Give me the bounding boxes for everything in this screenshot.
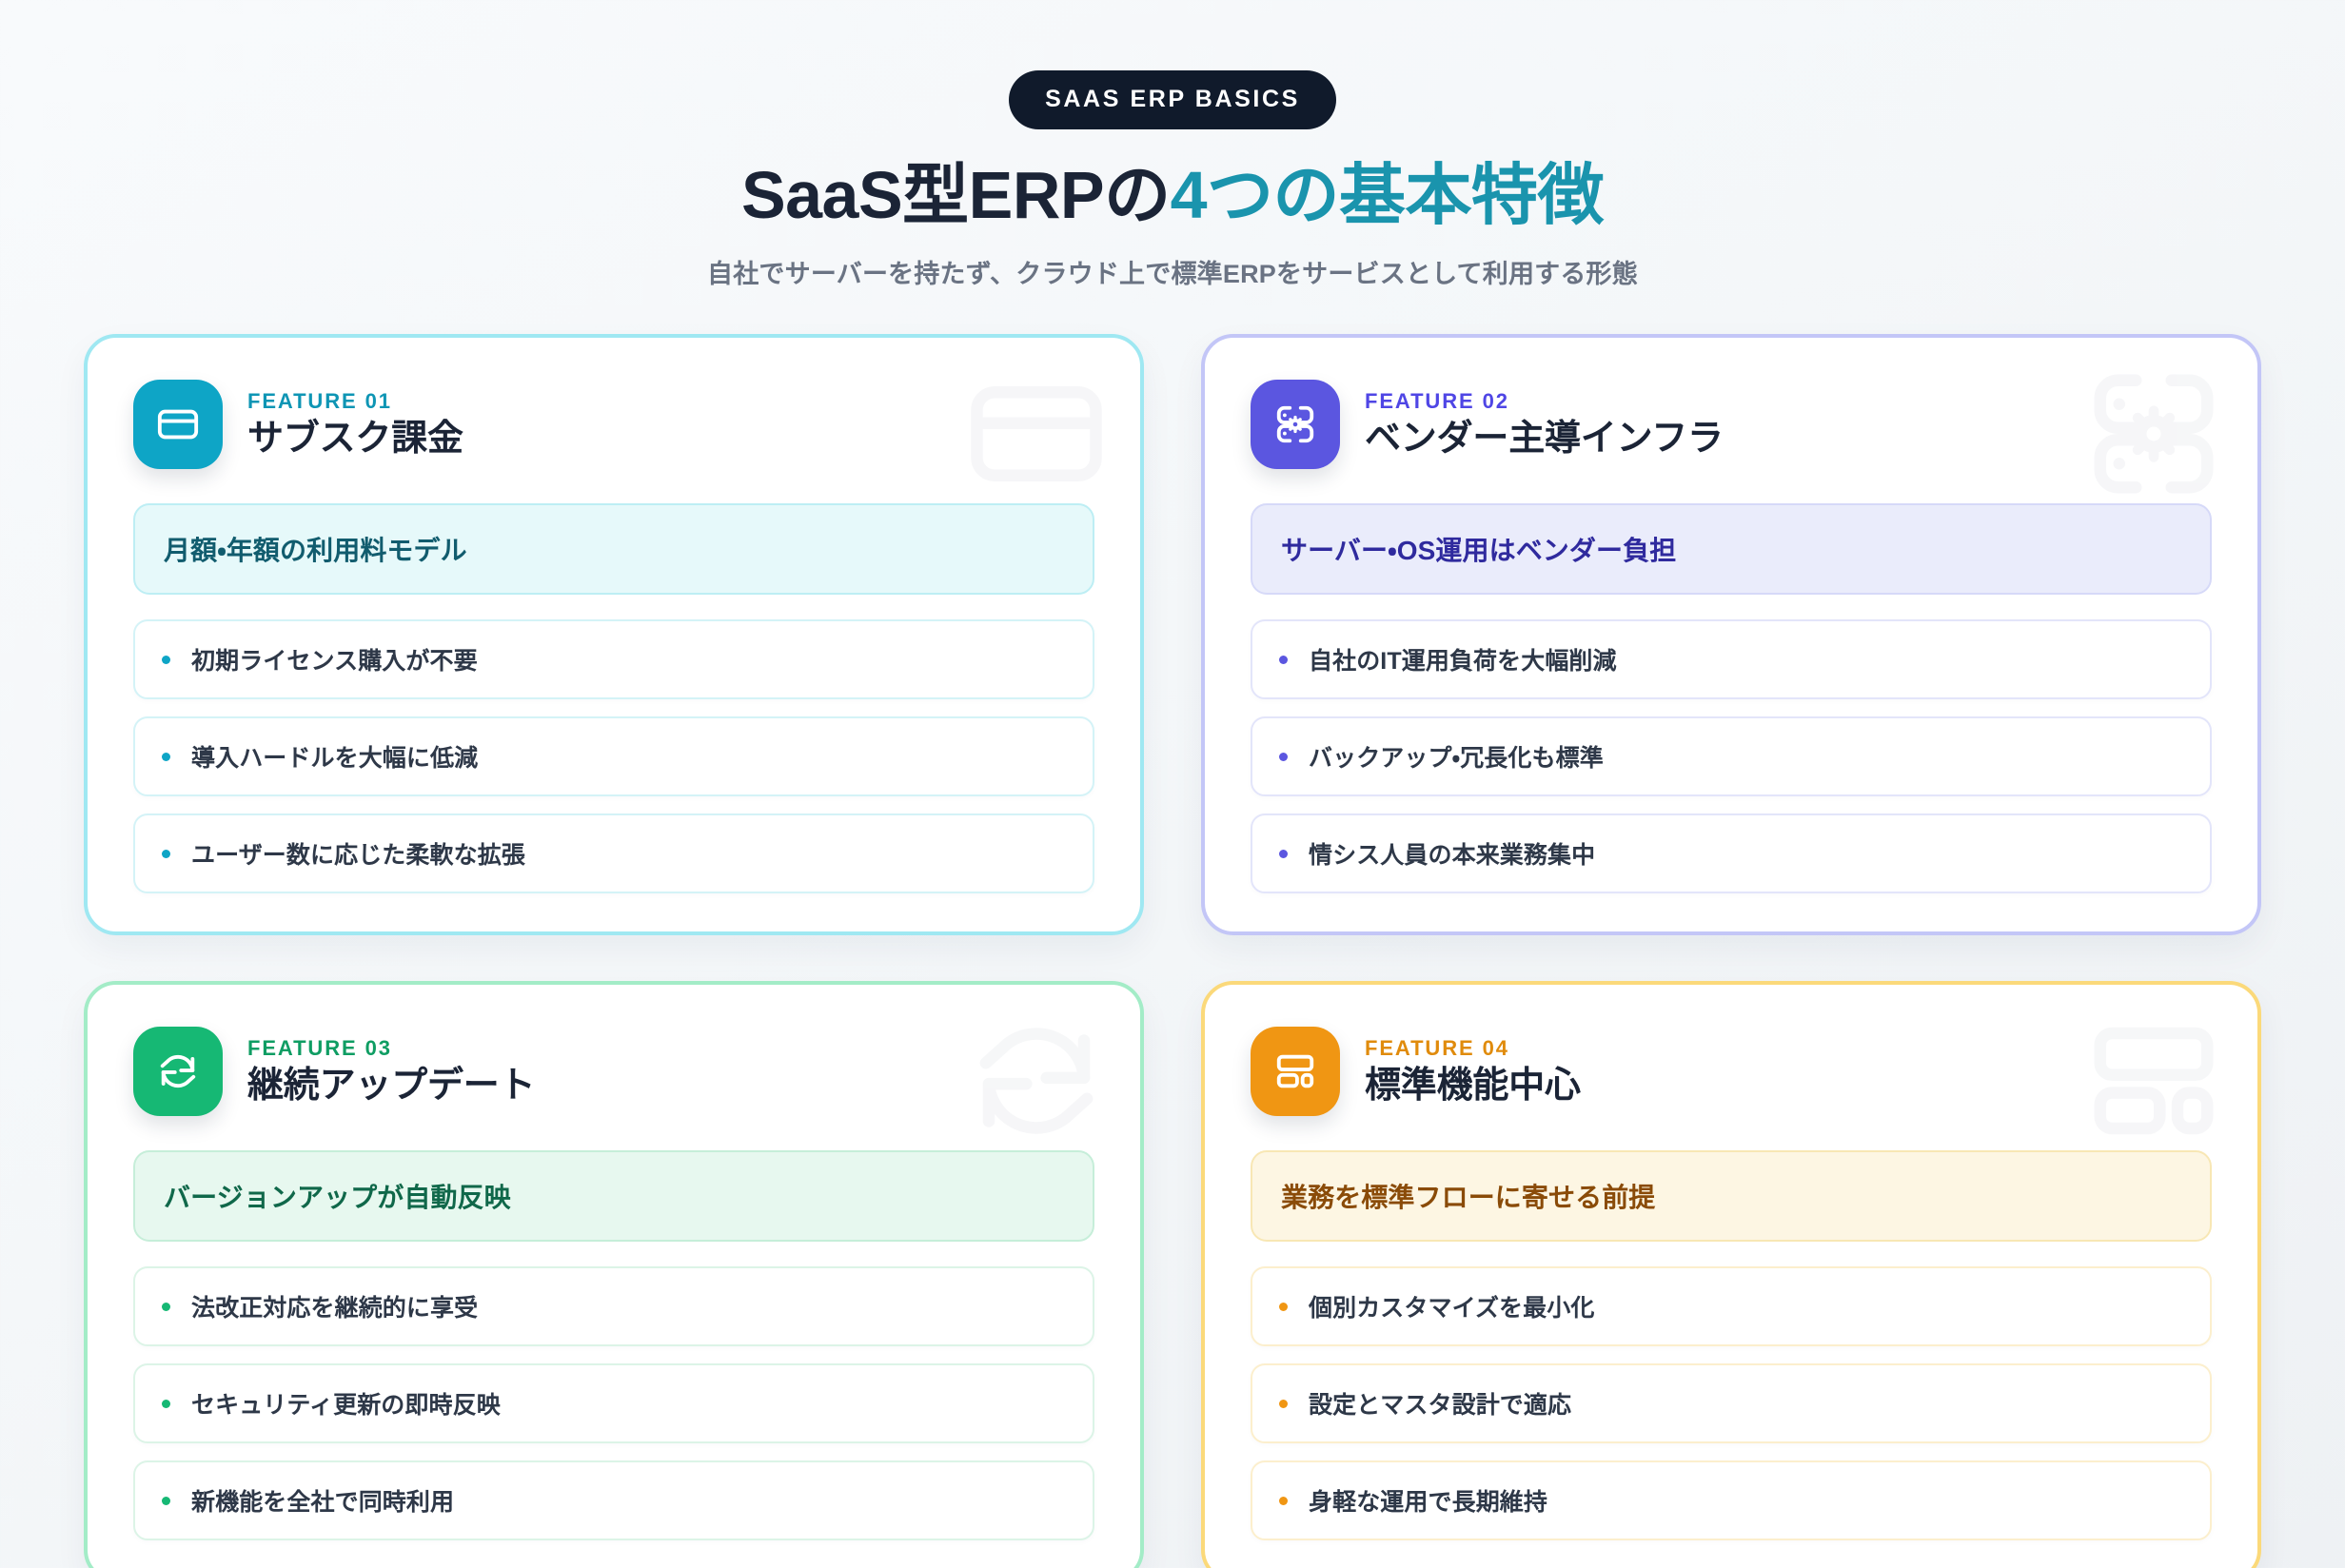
- feature-label: FEATURE 02: [1365, 388, 1509, 413]
- bullet-dot-icon: [162, 849, 170, 858]
- list-item-label: ユーザー数に応じた柔軟な拡張: [191, 842, 525, 870]
- card-highlight: サーバー・OS運用はベンダー負担: [1251, 503, 2212, 596]
- feature-label: FEATURE 01: [247, 388, 392, 413]
- feature-label: FEATURE 03: [247, 1035, 392, 1060]
- feature-card-grid: FEATURE 01 サブスク課金月額・年額の利用料モデル初期ライセンス購入が不要…: [76, 334, 2269, 1568]
- list-item-label: 情シス人員の本来業務集中: [1309, 842, 1596, 870]
- bullet-dot-icon: [1279, 655, 1288, 664]
- feature-label: FEATURE 04: [1365, 1035, 1509, 1060]
- list-item: 自社のIT運用負荷を大幅削減: [1251, 619, 2212, 700]
- card-header-text: FEATURE 03 継続アップデート: [247, 1035, 536, 1107]
- card-bullet-list: 自社のIT運用負荷を大幅削減バックアップ・冗長化も標準情シス人員の本来業務集中: [1251, 619, 2212, 894]
- bullet-dot-icon: [1279, 752, 1288, 761]
- bullet-dot-icon: [162, 752, 170, 761]
- feature-card-1: FEATURE 01 サブスク課金月額・年額の利用料モデル初期ライセンス購入が不要…: [84, 334, 1144, 936]
- card-bullet-list: 個別カスタマイズを最小化設定とマスタ設計で適応身軽な運用で長期維持: [1251, 1266, 2212, 1541]
- card-title: ベンダー主導インフラ: [1365, 418, 1724, 459]
- list-item: 設定とマスタ設計で適応: [1251, 1363, 2212, 1444]
- card-header: FEATURE 01 サブスク課金: [133, 380, 1094, 470]
- card-title: サブスク課金: [247, 418, 463, 459]
- list-item: 法改正対応を継続的に享受: [133, 1266, 1094, 1347]
- list-item-label: 設定とマスタ設計で適応: [1309, 1392, 1572, 1420]
- list-item-label: セキュリティ更新の即時反映: [191, 1392, 501, 1420]
- list-item: 情シス人員の本来業務集中: [1251, 813, 2212, 894]
- card-header: FEATURE 02 ベンダー主導インフラ: [1251, 380, 2212, 470]
- card-header-text: FEATURE 01 サブスク課金: [247, 388, 463, 460]
- bullet-dot-icon: [1279, 849, 1288, 858]
- card-header: FEATURE 04 標準機能中心: [1251, 1027, 2212, 1117]
- list-item-label: 法改正対応を継続的に享受: [191, 1295, 479, 1323]
- card-bullet-list: 法改正対応を継続的に享受セキュリティ更新の即時反映新機能を全社で同時利用: [133, 1266, 1094, 1541]
- feature-card-2: FEATURE 02 ベンダー主導インフラサーバー・OS運用はベンダー負担自社のI…: [1201, 334, 2261, 936]
- list-item: 新機能を全社で同時利用: [133, 1460, 1094, 1541]
- card-title: 標準機能中心: [1365, 1065, 1581, 1106]
- list-item: バックアップ・冗長化も標準: [1251, 716, 2212, 797]
- bullet-dot-icon: [162, 1399, 170, 1408]
- list-item-label: 身軽な運用で長期維持: [1309, 1489, 1548, 1517]
- eyebrow-badge: SAAS ERP BASICS: [1009, 70, 1336, 129]
- list-item: セキュリティ更新の即時反映: [133, 1363, 1094, 1444]
- list-item-label: バックアップ・冗長化も標準: [1309, 745, 1604, 773]
- list-item-label: 初期ライセンス購入が不要: [191, 648, 478, 676]
- bullet-dot-icon: [1279, 1302, 1288, 1311]
- card-bullet-list: 初期ライセンス購入が不要導入ハードルを大幅に低減ユーザー数に応じた柔軟な拡張: [133, 619, 1094, 894]
- card-highlight: バージョンアップが自動反映: [133, 1150, 1094, 1243]
- card-title: 継続アップデート: [247, 1065, 536, 1106]
- card-highlight: 業務を標準フローに寄せる前提: [1251, 1150, 2212, 1243]
- list-item: ユーザー数に応じた柔軟な拡張: [133, 813, 1094, 894]
- credit-card-icon: [133, 380, 223, 470]
- list-item: 初期ライセンス購入が不要: [133, 619, 1094, 700]
- list-item: 個別カスタマイズを最小化: [1251, 1266, 2212, 1347]
- bullet-dot-icon: [162, 1302, 170, 1311]
- card-header-text: FEATURE 02 ベンダー主導インフラ: [1365, 388, 1724, 460]
- bullet-dot-icon: [162, 655, 170, 664]
- list-item: 身軽な運用で長期維持: [1251, 1460, 2212, 1541]
- list-item-label: 新機能を全社で同時利用: [191, 1489, 455, 1517]
- page-subtitle: 自社でサーバーを持たず、クラウド上で標準ERPをサービスとして利用する形態: [707, 260, 1638, 289]
- bullet-dot-icon: [1279, 1496, 1288, 1505]
- bullet-dot-icon: [1279, 1399, 1288, 1408]
- page-header: SAAS ERP BASICS SaaS型ERPの4つの基本特徴 自社でサーバー…: [76, 0, 2269, 290]
- card-header-text: FEATURE 04 標準機能中心: [1365, 1035, 1581, 1107]
- card-highlight: 月額・年額の利用料モデル: [133, 503, 1094, 596]
- server-cog-icon: [1251, 380, 1340, 470]
- feature-card-3: FEATURE 03 継続アップデートバージョンアップが自動反映法改正対応を継続的…: [84, 981, 1144, 1568]
- page-title-accent: 4つの基本特徴: [1170, 158, 1605, 232]
- list-item-label: 自社のIT運用負荷を大幅削減: [1309, 648, 1617, 676]
- list-item: 導入ハードルを大幅に低減: [133, 716, 1094, 797]
- card-header: FEATURE 03 継続アップデート: [133, 1027, 1094, 1117]
- list-item-label: 導入ハードルを大幅に低減: [191, 745, 479, 773]
- bullet-dot-icon: [162, 1496, 170, 1505]
- layout-dashboard-icon: [1251, 1027, 1340, 1117]
- list-item-label: 個別カスタマイズを最小化: [1309, 1295, 1595, 1323]
- page-title-plain: SaaS型ERPの: [740, 158, 1171, 232]
- refresh-icon: [133, 1027, 223, 1117]
- feature-card-4: FEATURE 04 標準機能中心業務を標準フローに寄せる前提個別カスタマイズを最…: [1201, 981, 2261, 1568]
- page-title: SaaS型ERPの4つの基本特徴: [76, 158, 2269, 232]
